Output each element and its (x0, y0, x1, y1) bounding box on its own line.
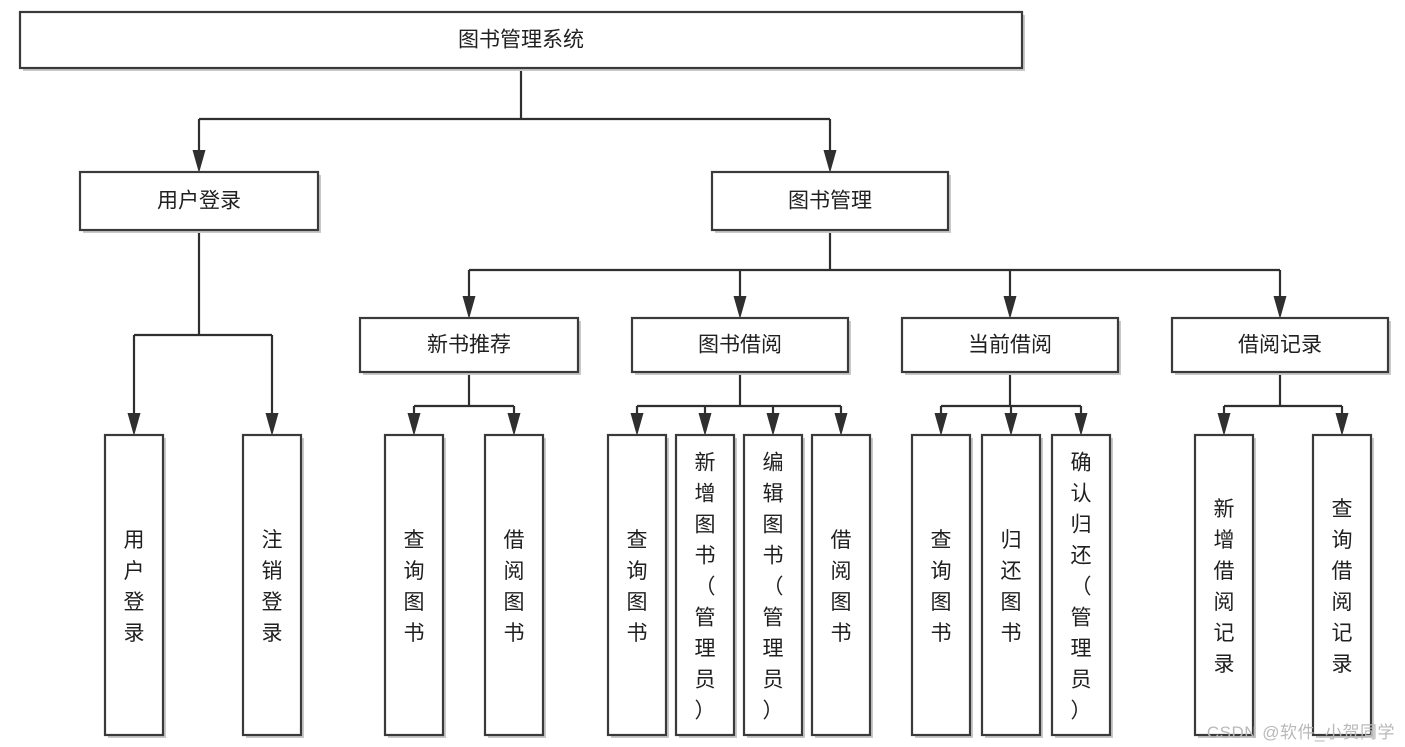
node-box[interactable] (103, 433, 165, 737)
node-layer: 图书管理系统用户登录图书管理新书推荐图书借阅当前借阅借阅记录用户登录注销登录查询… (18, 10, 1391, 738)
node-box[interactable] (810, 433, 872, 737)
node-box[interactable] (18, 10, 1024, 70)
node-label: 归还图书 (1001, 529, 1022, 645)
arrow-head-icon (462, 296, 476, 319)
node-box[interactable] (1170, 316, 1390, 374)
node-label: 借阅记录 (1238, 334, 1322, 357)
connector-layer (127, 68, 1349, 436)
node-label: 查询图书 (404, 529, 425, 645)
node-leaf-user-login[interactable]: 用户登录 (103, 433, 166, 738)
connector-current-borrow-to-leaves (934, 372, 1088, 436)
node-leaf-add-borrow-record[interactable]: 新增借阅记录 (1193, 433, 1256, 738)
arrow-head-icon (630, 413, 644, 436)
node-leaf-query-book-bor[interactable]: 查询图书 (606, 433, 669, 738)
node-label: 图书管理 (788, 190, 872, 213)
node-label: 确认归还（管理员） (1071, 452, 1092, 723)
node-leaf-query-book-rec[interactable]: 查询图书 (383, 433, 446, 738)
arrow-head-icon (733, 296, 747, 319)
arrow-head-icon (265, 413, 279, 436)
arrow-head-icon (1004, 413, 1018, 436)
arrow-head-icon (1335, 413, 1349, 436)
node-box[interactable] (606, 433, 668, 737)
node-leaf-query-book-cur[interactable]: 查询图书 (910, 433, 973, 738)
connector-user-login-to-leaves (127, 230, 279, 436)
node-label: 注销登录 (262, 529, 283, 645)
node-label: 图书管理系统 (458, 29, 584, 52)
connector-borrow-record-to-leaves (1217, 372, 1349, 436)
node-leaf-edit-book-admin[interactable]: 编辑图书（管理员） (742, 433, 805, 738)
node-user-login[interactable]: 用户登录 (78, 170, 321, 233)
connector-book-borrow-to-leaves (630, 372, 848, 436)
node-root[interactable]: 图书管理系统 (18, 10, 1025, 71)
node-leaf-user-logout[interactable]: 注销登录 (241, 433, 304, 738)
node-box[interactable] (241, 433, 303, 737)
arrow-head-icon (407, 413, 421, 436)
csdn-watermark: CSDN @软件_小贺同学 (1206, 723, 1395, 742)
arrow-head-icon (823, 150, 837, 173)
node-current-borrow[interactable]: 当前借阅 (900, 316, 1121, 375)
node-label: 查询借阅记录 (1332, 498, 1353, 676)
node-label: 图书借阅 (698, 334, 782, 357)
arrow-head-icon (507, 413, 521, 436)
node-box[interactable] (910, 433, 972, 737)
connector-new-book-to-leaves (407, 372, 521, 436)
node-box[interactable] (1050, 433, 1112, 737)
node-label: 用户登录 (124, 529, 145, 645)
node-box[interactable] (674, 433, 736, 737)
arrow-head-icon (127, 413, 141, 436)
arrow-head-icon (698, 413, 712, 436)
node-label: 新增图书（管理员） (695, 452, 716, 723)
node-book-borrow[interactable]: 图书借阅 (630, 316, 851, 375)
node-leaf-borrow-book-rec[interactable]: 借阅图书 (483, 433, 546, 738)
node-label: 借阅图书 (831, 529, 852, 645)
node-box[interactable] (980, 433, 1042, 737)
node-box[interactable] (900, 316, 1120, 374)
node-box[interactable] (630, 316, 850, 374)
node-borrow-record[interactable]: 借阅记录 (1170, 316, 1391, 375)
node-label: 新书推荐 (427, 334, 511, 357)
node-new-book-recommend[interactable]: 新书推荐 (358, 316, 581, 375)
arrow-head-icon (1217, 413, 1231, 436)
node-box[interactable] (358, 316, 580, 374)
node-box[interactable] (742, 433, 804, 737)
node-label: 借阅图书 (504, 529, 525, 645)
node-box[interactable] (1193, 433, 1255, 737)
node-box[interactable] (383, 433, 445, 737)
node-label: 编辑图书（管理员） (763, 452, 784, 723)
node-box[interactable] (710, 170, 950, 232)
arrow-head-icon (766, 413, 780, 436)
node-leaf-query-borrow-record[interactable]: 查询借阅记录 (1311, 433, 1374, 738)
node-label: 用户登录 (157, 190, 241, 213)
node-leaf-return-book[interactable]: 归还图书 (980, 433, 1043, 738)
connector-book-manage-to-level2 (462, 230, 1287, 319)
arrow-head-icon (934, 413, 948, 436)
node-label: 当前借阅 (968, 334, 1052, 357)
node-book-manage[interactable]: 图书管理 (710, 170, 951, 233)
arrow-head-icon (1273, 296, 1287, 319)
node-label: 新增借阅记录 (1214, 498, 1235, 676)
arrow-head-icon (834, 413, 848, 436)
node-box[interactable] (483, 433, 545, 737)
node-box[interactable] (78, 170, 320, 232)
arrow-head-icon (192, 150, 206, 173)
node-leaf-add-book-admin[interactable]: 新增图书（管理员） (674, 433, 737, 738)
connector-root-to-level1 (192, 68, 837, 173)
node-label: 查询图书 (627, 529, 648, 645)
arrow-head-icon (1074, 413, 1088, 436)
arrow-head-icon (1003, 296, 1017, 319)
node-leaf-borrow-book-bor[interactable]: 借阅图书 (810, 433, 873, 738)
node-box[interactable] (1311, 433, 1373, 737)
node-leaf-confirm-return-admin[interactable]: 确认归还（管理员） (1050, 433, 1113, 738)
node-label: 查询图书 (931, 529, 952, 645)
